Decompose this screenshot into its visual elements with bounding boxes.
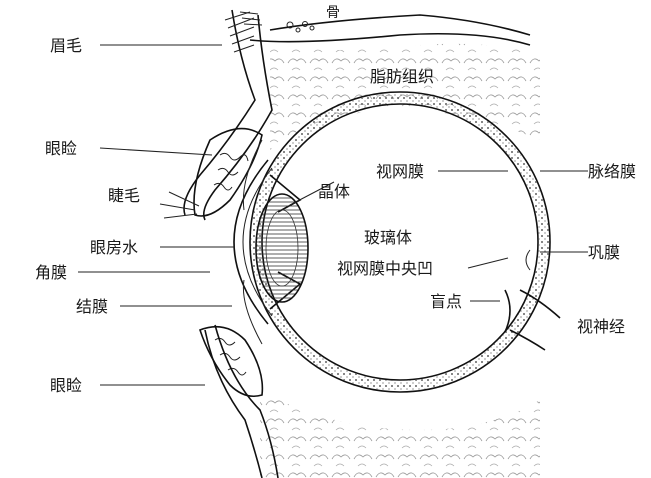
leader-lines (78, 44, 588, 386)
eyebrow-hairs (224, 11, 263, 53)
label-retina: 视网膜 (376, 162, 424, 181)
label-fovea: 视网膜中央凹 (337, 259, 433, 278)
label-aqueous: 眼房水 (90, 238, 138, 257)
sclera (249, 91, 551, 393)
label-sclera: 巩膜 (588, 243, 620, 262)
lower-skin (204, 329, 263, 478)
brow-skin-inner (202, 14, 273, 221)
fat-tissue-bottom (260, 390, 540, 478)
optic-nerve (509, 289, 561, 351)
lens (255, 193, 309, 303)
optic-disc (504, 289, 511, 333)
label-conjunctiva: 结膜 (76, 297, 108, 316)
cornea (233, 159, 269, 325)
label-bone: 骨 (326, 5, 340, 21)
label-cornea: 角膜 (35, 263, 67, 282)
label-fat: 脂肪组织 (370, 67, 434, 86)
label-eyebrow: 眉毛 (50, 36, 82, 55)
lower-eyelid (199, 325, 264, 398)
label-upper-eyelid: 眼睑 (45, 139, 77, 158)
eyelashes (159, 191, 200, 219)
bone-texture (286, 21, 315, 33)
conjunctiva (242, 139, 263, 345)
lens-core (265, 209, 299, 287)
label-lower-eyelid: 眼睑 (50, 376, 82, 395)
label-eyelash: 睫毛 (108, 186, 140, 205)
label-choroid: 脉络膜 (588, 162, 636, 181)
bone-contour-inner (269, 14, 531, 36)
label-optic-nerve: 视神经 (577, 317, 625, 336)
label-vitreous: 玻璃体 (364, 228, 412, 247)
lower-skin-inner (214, 324, 279, 478)
label-blind-spot: 盲点 (430, 292, 462, 311)
label-lens: 晶体 (318, 182, 350, 201)
upper-eyelid (193, 127, 263, 217)
tarsal-gland-upper (213, 152, 249, 191)
cornea-inner (242, 167, 273, 317)
brow-skin (183, 9, 256, 216)
fovea-dimple (525, 249, 531, 271)
bone-contour (249, 32, 531, 46)
